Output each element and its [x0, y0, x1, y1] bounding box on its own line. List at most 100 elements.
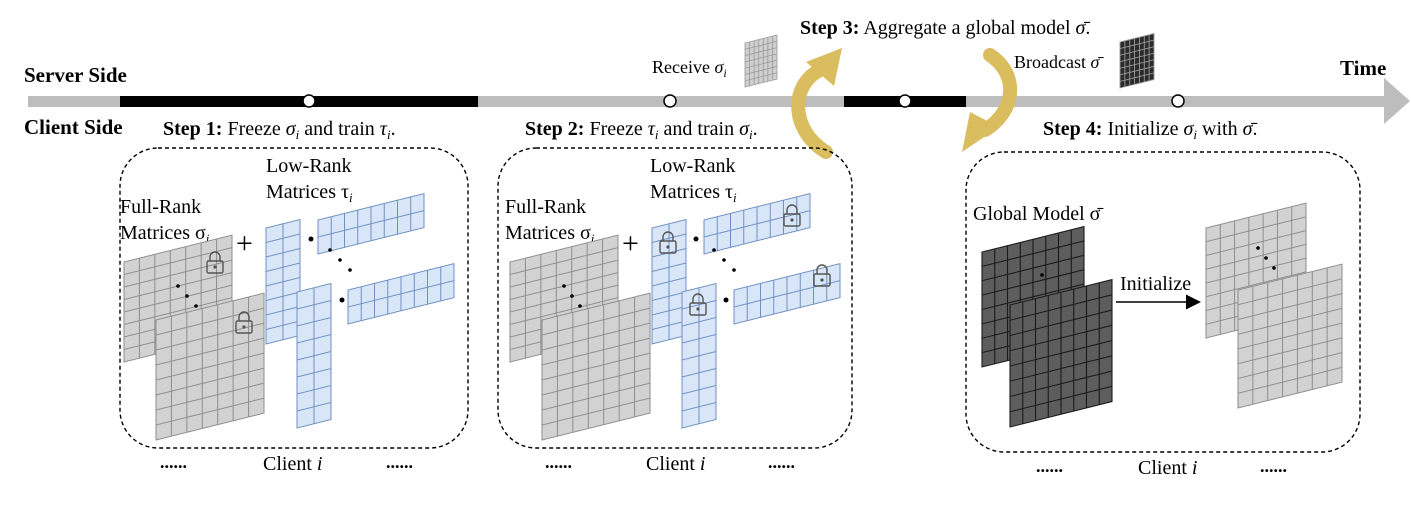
step4-header: Step 4: Initialize σi with σ̄.	[1043, 118, 1257, 142]
matrix-grid-line	[510, 297, 618, 325]
matrix-grid-line	[652, 306, 686, 316]
matrix-grid-line	[982, 240, 1084, 267]
matrix-grid-line	[542, 397, 650, 426]
matrix-grid-line	[124, 284, 232, 313]
plus-sign: +	[236, 227, 253, 260]
matrix-grid-line	[1010, 370, 1112, 398]
timeline-point	[663, 94, 677, 108]
matrix-grid-line	[982, 269, 1084, 296]
matrix-grid-line	[1010, 340, 1112, 367]
global-matrix-front	[1009, 278, 1113, 428]
client-label: Client i	[646, 453, 705, 475]
matrix-grid-line	[1238, 366, 1342, 394]
timeline-point	[1171, 94, 1185, 108]
full-rank-label: Full-Rank	[120, 196, 201, 218]
matrix-grid-line	[1010, 324, 1112, 352]
download-curved-arrow	[962, 48, 1018, 152]
matrix-grid-line	[542, 352, 650, 381]
matrix-grid-line	[652, 233, 686, 243]
matrix-grid-line	[297, 368, 331, 378]
matrix-grid-line	[745, 53, 777, 63]
matrix-grid-line	[734, 280, 840, 308]
matrix-grid-line	[1206, 243, 1306, 270]
received-matrix-icon	[744, 34, 778, 88]
matrix-grid-line	[266, 233, 300, 243]
matrix-grid-line	[1238, 307, 1342, 335]
time-arrow-head	[1384, 78, 1410, 124]
matrix-grid-line	[542, 322, 650, 351]
initialize-label: Initialize	[1120, 273, 1191, 295]
matrix-grid-line	[1206, 271, 1306, 298]
matrix-grid-line	[1206, 216, 1306, 243]
matrix-grid-line	[1238, 352, 1342, 379]
matrix-grid-line	[652, 320, 686, 330]
matrix-grid-line	[652, 291, 686, 301]
upload-curved-arrow	[791, 48, 842, 159]
matrix-grid-line	[348, 280, 454, 308]
matrix-grid-line	[266, 320, 300, 330]
matrix-grid-line	[1010, 385, 1112, 413]
matrix-grid-line	[297, 351, 331, 361]
matrix-grid-line	[297, 317, 331, 327]
lock-icon	[689, 293, 707, 316]
matrix-grid-line	[297, 385, 331, 395]
matrix-grid-line	[745, 40, 777, 50]
matrix-grid-line	[682, 402, 716, 412]
matrix-grid-line	[1238, 293, 1342, 320]
plus-sign: +	[622, 227, 639, 260]
matrix-grid-line	[542, 307, 650, 336]
matrix-body	[1119, 32, 1155, 89]
ellipsis-left: ......	[545, 452, 572, 472]
matrix-grid-line	[297, 402, 331, 412]
low-rank-label: Low-Rank	[650, 155, 736, 177]
matrix-grid-line	[682, 351, 716, 361]
matrix-grid-line	[297, 300, 331, 310]
matrix-grid-line	[542, 382, 650, 411]
lock-icon	[206, 251, 224, 274]
timeline-point	[898, 94, 912, 108]
client-panel-step2: Full-Rank Matrices σi Low-Rank Matrices …	[497, 147, 853, 475]
ellipsis-right: ......	[1260, 456, 1287, 476]
matrix-grid-line	[682, 334, 716, 344]
matrix-grid-line	[682, 385, 716, 395]
low-rank-a-matrix	[317, 192, 425, 255]
matrix-grid-line	[1120, 72, 1154, 82]
matrix-grid-line	[510, 259, 618, 288]
matrix-grid-line	[1120, 59, 1154, 69]
matrix-grid-line	[542, 367, 650, 396]
low-rank-b-matrix	[296, 282, 332, 429]
matrix-grid-line	[1238, 337, 1342, 365]
matrix-grid-line	[297, 334, 331, 344]
matrix-grid-line	[266, 277, 300, 287]
timeline	[28, 78, 1410, 124]
time-label: Time	[1340, 56, 1386, 80]
matrix-grid-line	[156, 397, 264, 426]
client-label: Client i	[1138, 457, 1197, 479]
server-track	[28, 96, 1388, 107]
matrix-grid-line	[156, 367, 264, 396]
matrix-grid-line	[682, 300, 716, 310]
matrix-grid-line	[266, 262, 300, 272]
low-rank-b-matrix	[265, 218, 301, 345]
broadcast-label: Broadcast σ̄	[1014, 52, 1104, 72]
step3-header: Step 3: Aggregate a global model σ̄.	[800, 17, 1090, 39]
matrix-grid-line	[1010, 309, 1112, 337]
matrix-grid-line	[1120, 39, 1154, 50]
ellipsis-left: ......	[1036, 456, 1063, 476]
lock-icon	[235, 311, 253, 334]
matrix-grid-line	[510, 284, 618, 313]
lock-icon	[813, 264, 831, 287]
lock-icon	[659, 231, 677, 254]
matrix-grid-line	[745, 72, 777, 82]
matrix-grid-line	[542, 337, 650, 366]
matrix-grid-line	[982, 283, 1084, 311]
server-side-label: Server Side	[24, 63, 127, 87]
matrix-grid-line	[704, 210, 810, 238]
matrix-grid-line	[1206, 230, 1306, 256]
low-rank-b-matrix	[681, 282, 717, 429]
matrix-grid-line	[1120, 65, 1154, 76]
matrix-grid-line	[266, 291, 300, 301]
ellipsis-right: ......	[768, 452, 795, 472]
matrix-grid-line	[124, 297, 232, 325]
